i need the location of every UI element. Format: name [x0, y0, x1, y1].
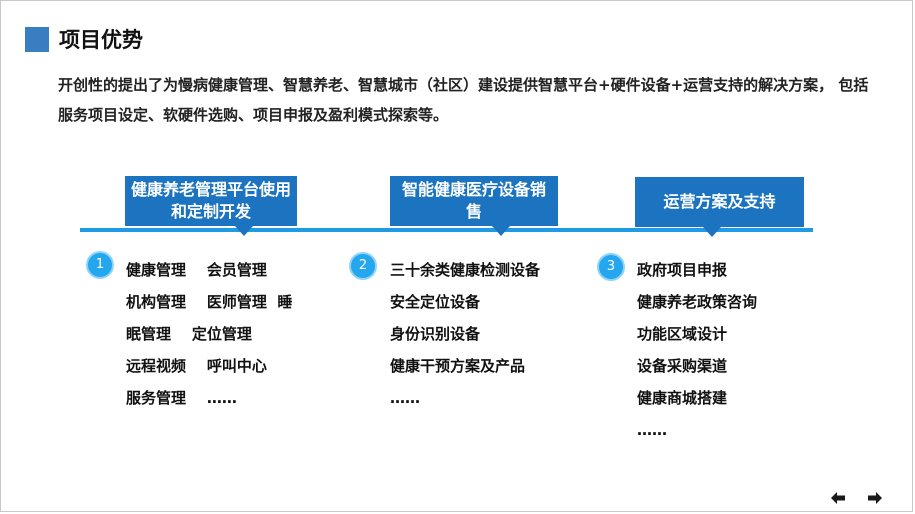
arrow-right-icon	[868, 492, 882, 504]
section-heading-platform: 健康养老管理平台使用和定制开发	[125, 176, 297, 236]
arrow-left-icon	[831, 492, 845, 504]
step-number-badge: 2	[349, 252, 377, 280]
list-item: 健康商城搭建	[637, 389, 728, 407]
list-item: 服务管理 ……	[126, 389, 237, 407]
prev-slide-button[interactable]	[827, 488, 849, 508]
list-item: 功能区域设计	[637, 325, 728, 343]
list-item: 设备采购渠道	[637, 357, 728, 375]
list-item: 三十余类健康检测设备	[390, 261, 541, 279]
intro-paragraph: 开创性的提出了为慢病健康管理、智慧养老、智慧城市（社区）建设提供智慧平台+硬件设…	[58, 76, 869, 124]
list-item: 身份识别设备	[390, 325, 481, 343]
list-item: 健康养老政策咨询	[637, 293, 758, 311]
step-number-badge: 3	[597, 253, 625, 281]
list-item: 健康干预方案及产品	[390, 357, 526, 375]
section-list-devices: 三十余类健康检测设备 安全定位设备 身份识别设备 健康干预方案及产品 ……	[390, 254, 540, 414]
section-heading-operations: 运营方案及支持	[635, 177, 804, 237]
section-list-platform: 健康管理 会员管理 机构管理 医师管理 睡 眠管理 定位管理 远程视频 呼叫中心…	[126, 254, 292, 414]
section-heading-devices: 智能健康医疗设备销售	[390, 176, 558, 236]
section-heading-text: 健康养老管理平台使用和定制开发	[131, 180, 292, 221]
timeline-line	[80, 228, 813, 232]
list-item: 健康管理 会员管理	[126, 261, 267, 279]
page-title: 项目优势	[59, 28, 143, 52]
next-slide-button[interactable]	[864, 488, 886, 508]
title-marker	[25, 27, 49, 52]
section-list-operations: 政府项目申报 健康养老政策咨询 功能区域设计 设备采购渠道 健康商城搭建 ……	[637, 254, 757, 446]
list-item: 安全定位设备	[390, 293, 481, 311]
list-item: ……	[390, 389, 420, 407]
section-heading-text: 智能健康医疗设备销售	[401, 180, 546, 221]
list-item: 政府项目申报	[637, 261, 728, 279]
section-heading-text: 运营方案及支持	[663, 192, 776, 211]
list-item: 眠管理 定位管理	[126, 325, 252, 343]
step-number-badge: 1	[86, 251, 114, 279]
list-item: 机构管理 医师管理 睡	[126, 293, 293, 311]
list-item: 远程视频 呼叫中心	[126, 357, 267, 375]
list-item: ……	[637, 421, 667, 439]
